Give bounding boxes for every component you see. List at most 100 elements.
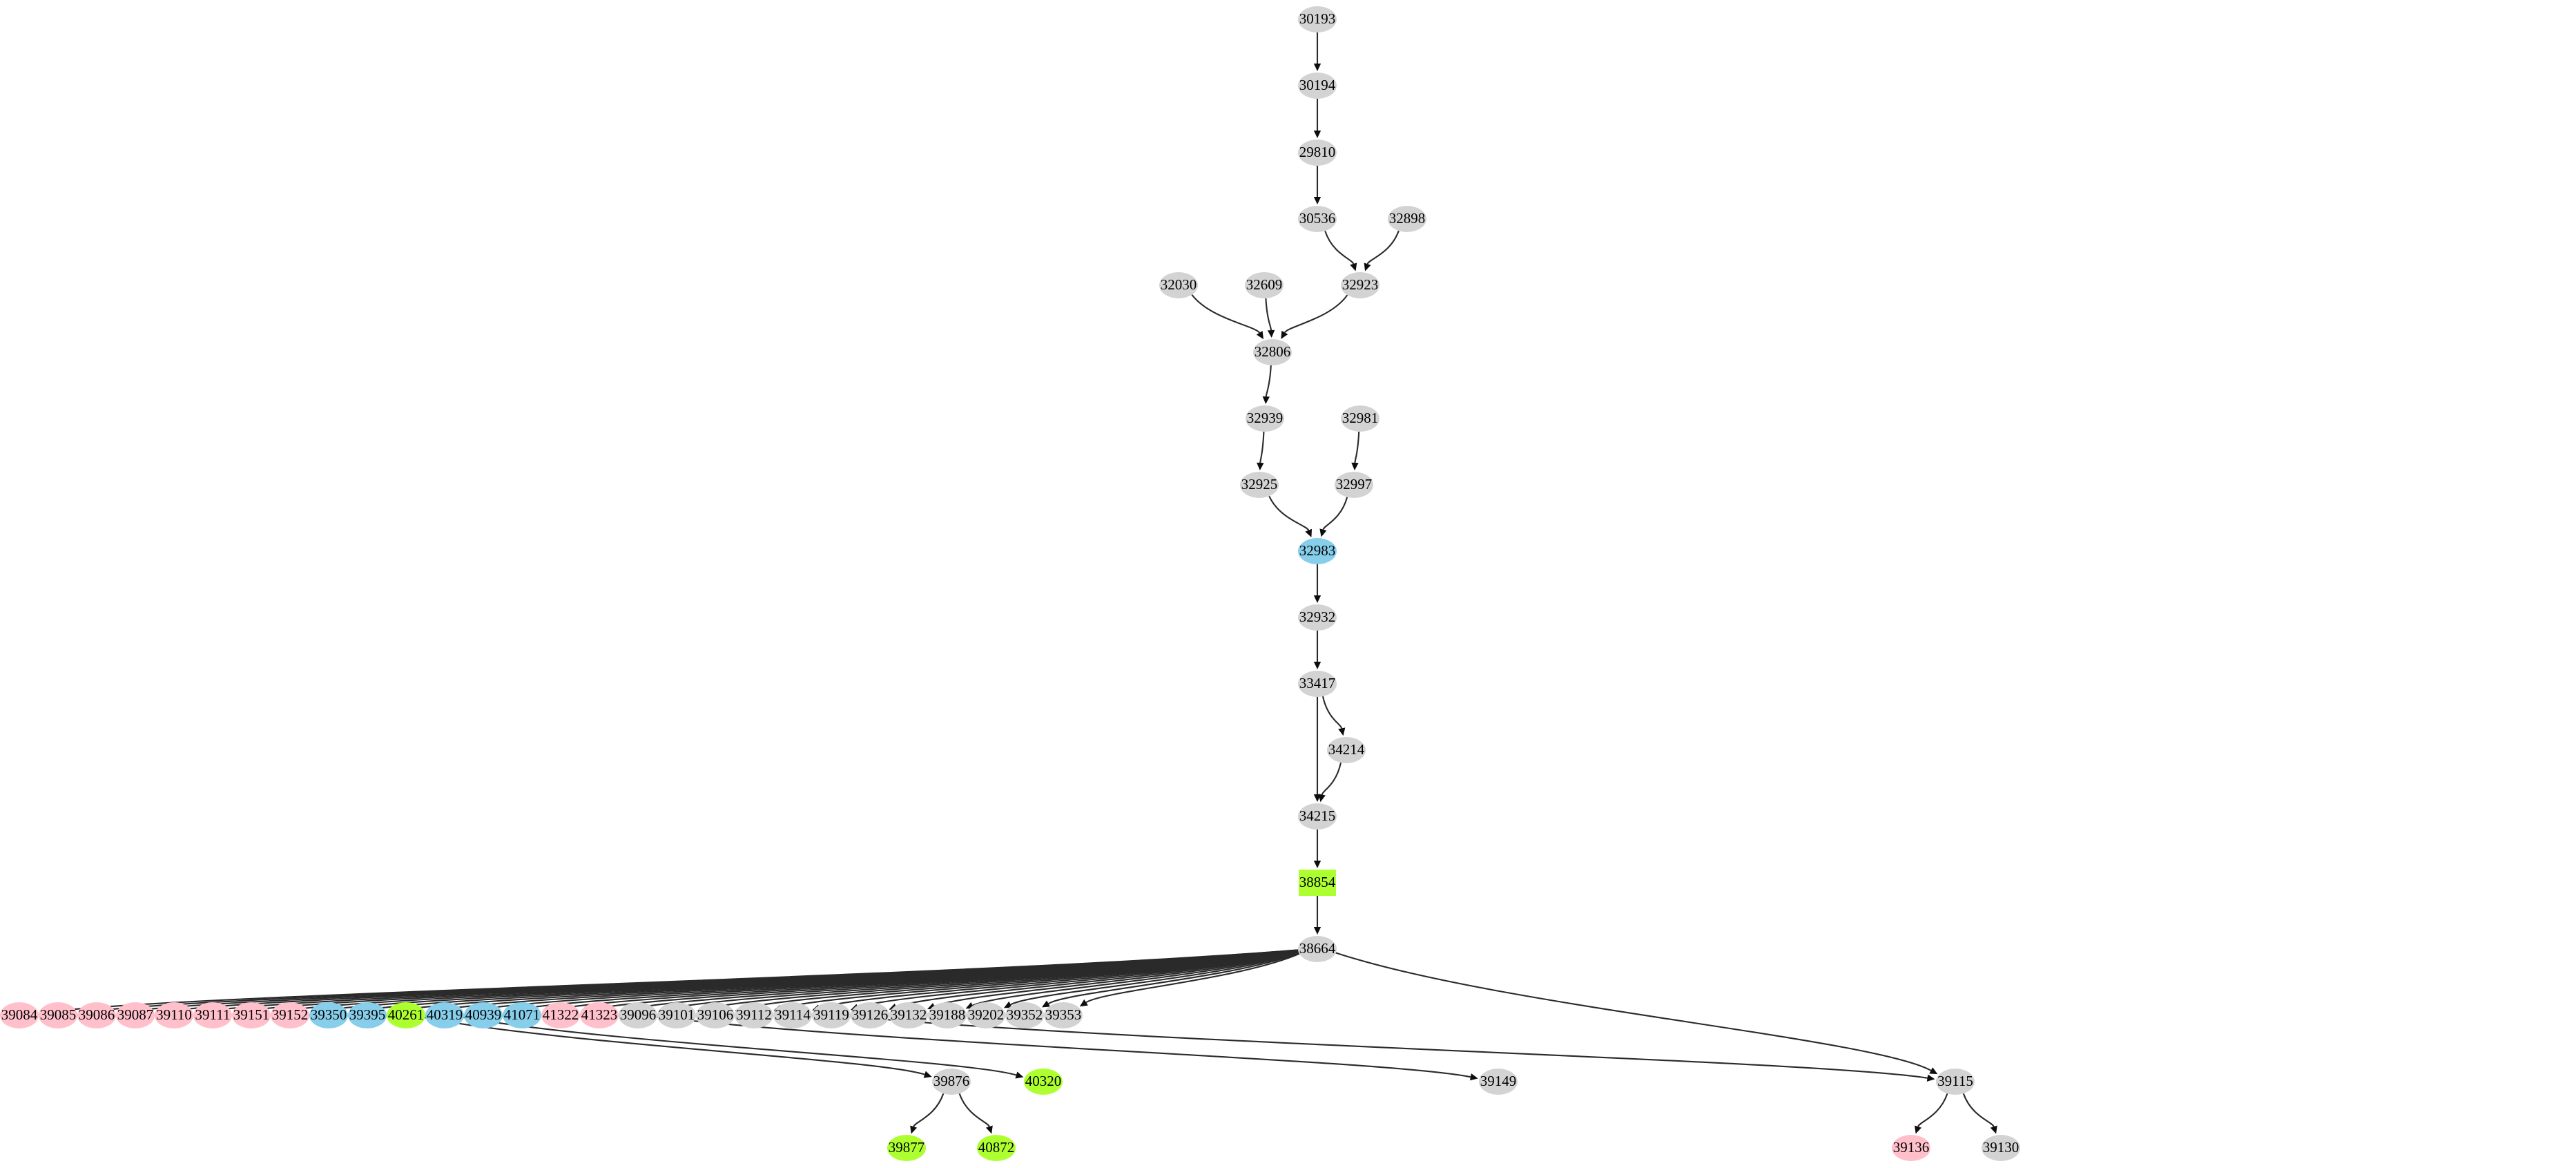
- node-ellipse-shape[interactable]: [887, 1135, 926, 1161]
- graph-node-32609[interactable]: 32609: [1245, 272, 1284, 298]
- graph-node-39152[interactable]: 39152: [271, 1002, 309, 1028]
- node-ellipse-shape[interactable]: [193, 1002, 232, 1028]
- node-ellipse-shape[interactable]: [1245, 272, 1284, 298]
- node-ellipse-shape[interactable]: [271, 1002, 309, 1028]
- node-ellipse-shape[interactable]: [1298, 6, 1337, 32]
- node-ellipse-shape[interactable]: [1298, 73, 1337, 99]
- graph-node-32932[interactable]: 32932: [1298, 604, 1337, 631]
- graph-node-33417[interactable]: 33417: [1298, 671, 1337, 697]
- node-ellipse-shape[interactable]: [812, 1002, 851, 1028]
- graph-node-39111[interactable]: 39111: [193, 1002, 232, 1028]
- node-ellipse-shape[interactable]: [928, 1002, 967, 1028]
- node-ellipse-shape[interactable]: [1388, 206, 1426, 232]
- node-ellipse-shape[interactable]: [967, 1002, 1005, 1028]
- node-ellipse-shape[interactable]: [77, 1002, 116, 1028]
- graph-node-39395[interactable]: 39395: [348, 1002, 387, 1028]
- node-ellipse-shape[interactable]: [1892, 1135, 1930, 1161]
- graph-node-38854[interactable]: 38854: [1299, 870, 1336, 896]
- node-ellipse-shape[interactable]: [1298, 671, 1337, 697]
- graph-node-34215[interactable]: 34215: [1298, 803, 1337, 830]
- graph-node-39114[interactable]: 39114: [773, 1002, 812, 1028]
- graph-node-32806[interactable]: 32806: [1253, 339, 1292, 365]
- node-ellipse-shape[interactable]: [580, 1002, 619, 1028]
- node-ellipse-shape[interactable]: [1024, 1069, 1063, 1095]
- graph-node-39350[interactable]: 39350: [309, 1002, 348, 1028]
- node-ellipse-shape[interactable]: [116, 1002, 155, 1028]
- node-ellipse-shape[interactable]: [309, 1002, 348, 1028]
- node-ellipse-shape[interactable]: [773, 1002, 812, 1028]
- node-ellipse-shape[interactable]: [464, 1002, 503, 1028]
- graph-node-41322[interactable]: 41322: [541, 1002, 580, 1028]
- graph-node-32898[interactable]: 32898: [1388, 206, 1426, 232]
- graph-node-30536[interactable]: 30536: [1298, 206, 1337, 232]
- node-ellipse-shape[interactable]: [387, 1002, 425, 1028]
- graph-node-32030[interactable]: 32030: [1159, 272, 1198, 298]
- graph-node-39132[interactable]: 39132: [889, 1002, 928, 1028]
- node-ellipse-shape[interactable]: [1298, 140, 1337, 166]
- node-ellipse-shape[interactable]: [1240, 472, 1279, 498]
- graph-node-39084[interactable]: 39084: [0, 1002, 39, 1028]
- graph-node-32981[interactable]: 32981: [1341, 405, 1379, 432]
- node-ellipse-shape[interactable]: [1982, 1135, 2020, 1161]
- graph-node-40319[interactable]: 40319: [425, 1002, 464, 1028]
- graph-node-39353[interactable]: 39353: [1044, 1002, 1083, 1028]
- graph-node-39119[interactable]: 39119: [812, 1002, 851, 1028]
- graph-node-39130[interactable]: 39130: [1982, 1135, 2020, 1161]
- graph-node-39101[interactable]: 39101: [657, 1002, 696, 1028]
- graph-node-39876[interactable]: 39876: [932, 1069, 971, 1095]
- graph-node-32983[interactable]: 32983: [1298, 538, 1337, 564]
- graph-node-32923[interactable]: 32923: [1341, 272, 1379, 298]
- graph-node-32939[interactable]: 32939: [1246, 405, 1284, 432]
- graph-node-41323[interactable]: 41323: [580, 1002, 619, 1028]
- node-ellipse-shape[interactable]: [232, 1002, 271, 1028]
- graph-node-39112[interactable]: 39112: [735, 1002, 773, 1028]
- graph-node-39110[interactable]: 39110: [155, 1002, 193, 1028]
- graph-node-38664[interactable]: 38664: [1298, 936, 1337, 962]
- node-ellipse-shape[interactable]: [1246, 405, 1284, 432]
- node-ellipse-shape[interactable]: [1479, 1069, 1518, 1095]
- graph-node-39086[interactable]: 39086: [77, 1002, 116, 1028]
- node-ellipse-shape[interactable]: [155, 1002, 193, 1028]
- node-ellipse-shape[interactable]: [39, 1002, 77, 1028]
- graph-node-39085[interactable]: 39085: [39, 1002, 77, 1028]
- node-ellipse-shape[interactable]: [1298, 538, 1337, 564]
- graph-node-29810[interactable]: 29810: [1298, 140, 1337, 166]
- node-ellipse-shape[interactable]: [1298, 604, 1337, 631]
- node-ellipse-shape[interactable]: [851, 1002, 889, 1028]
- node-ellipse-shape[interactable]: [1298, 936, 1337, 962]
- node-ellipse-shape[interactable]: [1298, 803, 1337, 830]
- node-ellipse-shape[interactable]: [657, 1002, 696, 1028]
- graph-node-41071[interactable]: 41071: [503, 1002, 541, 1028]
- graph-node-39188[interactable]: 39188: [928, 1002, 967, 1028]
- node-ellipse-shape[interactable]: [1335, 472, 1373, 498]
- graph-node-39115[interactable]: 39115: [1936, 1069, 1975, 1095]
- node-box-shape[interactable]: [1299, 870, 1336, 896]
- node-ellipse-shape[interactable]: [735, 1002, 773, 1028]
- node-ellipse-shape[interactable]: [696, 1002, 735, 1028]
- node-ellipse-shape[interactable]: [1936, 1069, 1975, 1095]
- node-ellipse-shape[interactable]: [1341, 272, 1379, 298]
- graph-node-39151[interactable]: 39151: [232, 1002, 271, 1028]
- graph-node-39136[interactable]: 39136: [1892, 1135, 1930, 1161]
- graph-node-30193[interactable]: 30193: [1298, 6, 1337, 32]
- graph-node-39202[interactable]: 39202: [967, 1002, 1005, 1028]
- graph-node-32997[interactable]: 32997: [1335, 472, 1373, 498]
- graph-node-40939[interactable]: 40939: [464, 1002, 503, 1028]
- node-ellipse-shape[interactable]: [1044, 1002, 1083, 1028]
- node-ellipse-shape[interactable]: [503, 1002, 541, 1028]
- node-ellipse-shape[interactable]: [1005, 1002, 1044, 1028]
- node-ellipse-shape[interactable]: [932, 1069, 971, 1095]
- graph-node-39096[interactable]: 39096: [619, 1002, 657, 1028]
- graph-node-39087[interactable]: 39087: [116, 1002, 155, 1028]
- node-ellipse-shape[interactable]: [1327, 737, 1366, 763]
- graph-node-39126[interactable]: 39126: [851, 1002, 889, 1028]
- graph-node-32925[interactable]: 32925: [1240, 472, 1279, 498]
- node-ellipse-shape[interactable]: [425, 1002, 464, 1028]
- node-ellipse-shape[interactable]: [348, 1002, 387, 1028]
- node-ellipse-shape[interactable]: [1341, 405, 1379, 432]
- node-ellipse-shape[interactable]: [889, 1002, 928, 1028]
- graph-node-39352[interactable]: 39352: [1005, 1002, 1044, 1028]
- graph-node-40320[interactable]: 40320: [1024, 1069, 1063, 1095]
- node-ellipse-shape[interactable]: [1253, 339, 1292, 365]
- graph-node-39149[interactable]: 39149: [1479, 1069, 1518, 1095]
